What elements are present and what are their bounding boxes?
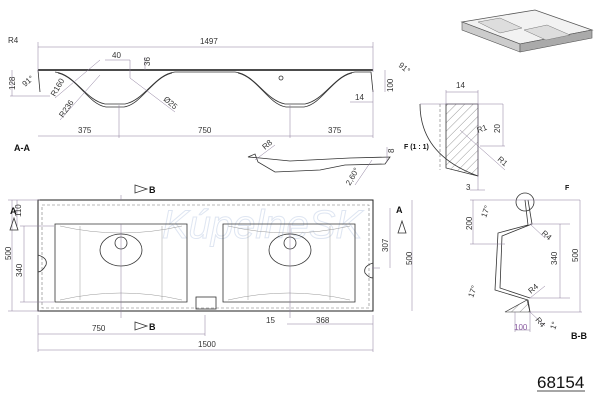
- profile-view: R8 8 2,60°: [247, 138, 396, 187]
- dim-r-inner: R160: [49, 76, 67, 98]
- dim-f-depth: 20: [493, 124, 502, 133]
- bowl-right: [222, 223, 356, 318]
- section-marker-a-right: A: [396, 205, 403, 215]
- dim-bb-r-bottom: R4: [533, 316, 547, 330]
- section-a-a: 1497 R4 40 36 128 91° R160 R236 Ø25 100 …: [8, 36, 412, 153]
- dim-r-outer: R236: [57, 98, 76, 119]
- section-b-b-title: B-B: [571, 331, 587, 341]
- dim-bb-top-height: 200: [465, 216, 474, 230]
- dim-offset: 40: [112, 51, 121, 60]
- dim-center-spacing: 750: [198, 126, 212, 135]
- dim-profile-angle: 2,60°: [344, 166, 361, 187]
- dim-offset-15: 15: [266, 316, 275, 325]
- detail-f-title: F (1 : 1): [404, 144, 429, 151]
- dim-profile-radius: R8: [261, 138, 275, 152]
- detail-f-marker: F: [565, 185, 570, 192]
- part-number: 68154: [537, 373, 584, 392]
- dim-bb-angle-top: 17°: [479, 204, 492, 218]
- dim-notch: 307: [381, 238, 390, 252]
- dim-profile-height: 8: [387, 148, 396, 153]
- dim-angle-left: 91°: [21, 74, 36, 89]
- dim-overall-1500: 1500: [198, 340, 216, 349]
- dim-edge: 110: [14, 204, 23, 217]
- dim-f-width: 14: [456, 81, 465, 90]
- dim-angle-right: 91°: [397, 61, 412, 76]
- dim-bb-angle-bottom: 17°: [466, 284, 479, 298]
- dim-depth-top: 36: [143, 57, 152, 66]
- section-b-b: 200 17° R4 340 500 17° R4 R4 1° 100 B-B: [465, 192, 587, 341]
- dim-bb-r-mid: R4: [527, 282, 541, 296]
- section-marker-b-top: B: [149, 185, 156, 195]
- dim-bb-base: 100: [514, 323, 528, 332]
- dim-height: 128: [8, 76, 17, 90]
- dim-left-center: 375: [78, 126, 92, 135]
- dim-right-center: 375: [328, 126, 342, 135]
- dim-right-height: 100: [386, 78, 395, 92]
- dim-r-corner: R4: [8, 36, 19, 45]
- dim-overall: 1497: [200, 37, 218, 46]
- dim-bb-inner: 340: [550, 251, 559, 265]
- dim-bowl-depth: 340: [15, 263, 24, 277]
- dim-half: 750: [92, 324, 106, 333]
- dim-bb-overall: 500: [571, 248, 580, 262]
- watermark: KúpelneSK: [162, 203, 364, 247]
- dim-right-gap: 14: [355, 93, 364, 102]
- dim-depth-right: 500: [405, 251, 414, 265]
- bowl-left: [54, 223, 188, 318]
- dim-depth-left: 500: [4, 246, 13, 260]
- dim-f-gap: 3: [466, 183, 471, 192]
- top-view: 110 500 340 307 500 750 15 368 1500 A A …: [4, 184, 414, 352]
- dim-hole: Ø25: [162, 95, 180, 112]
- dim-bb-r-top: R4: [540, 229, 554, 243]
- dim-f-r-inner: R1: [476, 123, 489, 135]
- section-a-a-title: A-A: [14, 143, 30, 153]
- section-marker-b-bottom: B: [149, 322, 156, 332]
- dim-f-r-outer: R1: [496, 155, 510, 169]
- dim-bb-angle-slope: 1°: [548, 320, 559, 330]
- section-marker-a-left: A: [10, 206, 17, 216]
- dim-center-to-edge: 368: [316, 316, 330, 325]
- isometric-thumbnail: [460, 9, 594, 53]
- detail-f: 14 20 R1 R1 3 F (1 : 1) F: [404, 81, 570, 192]
